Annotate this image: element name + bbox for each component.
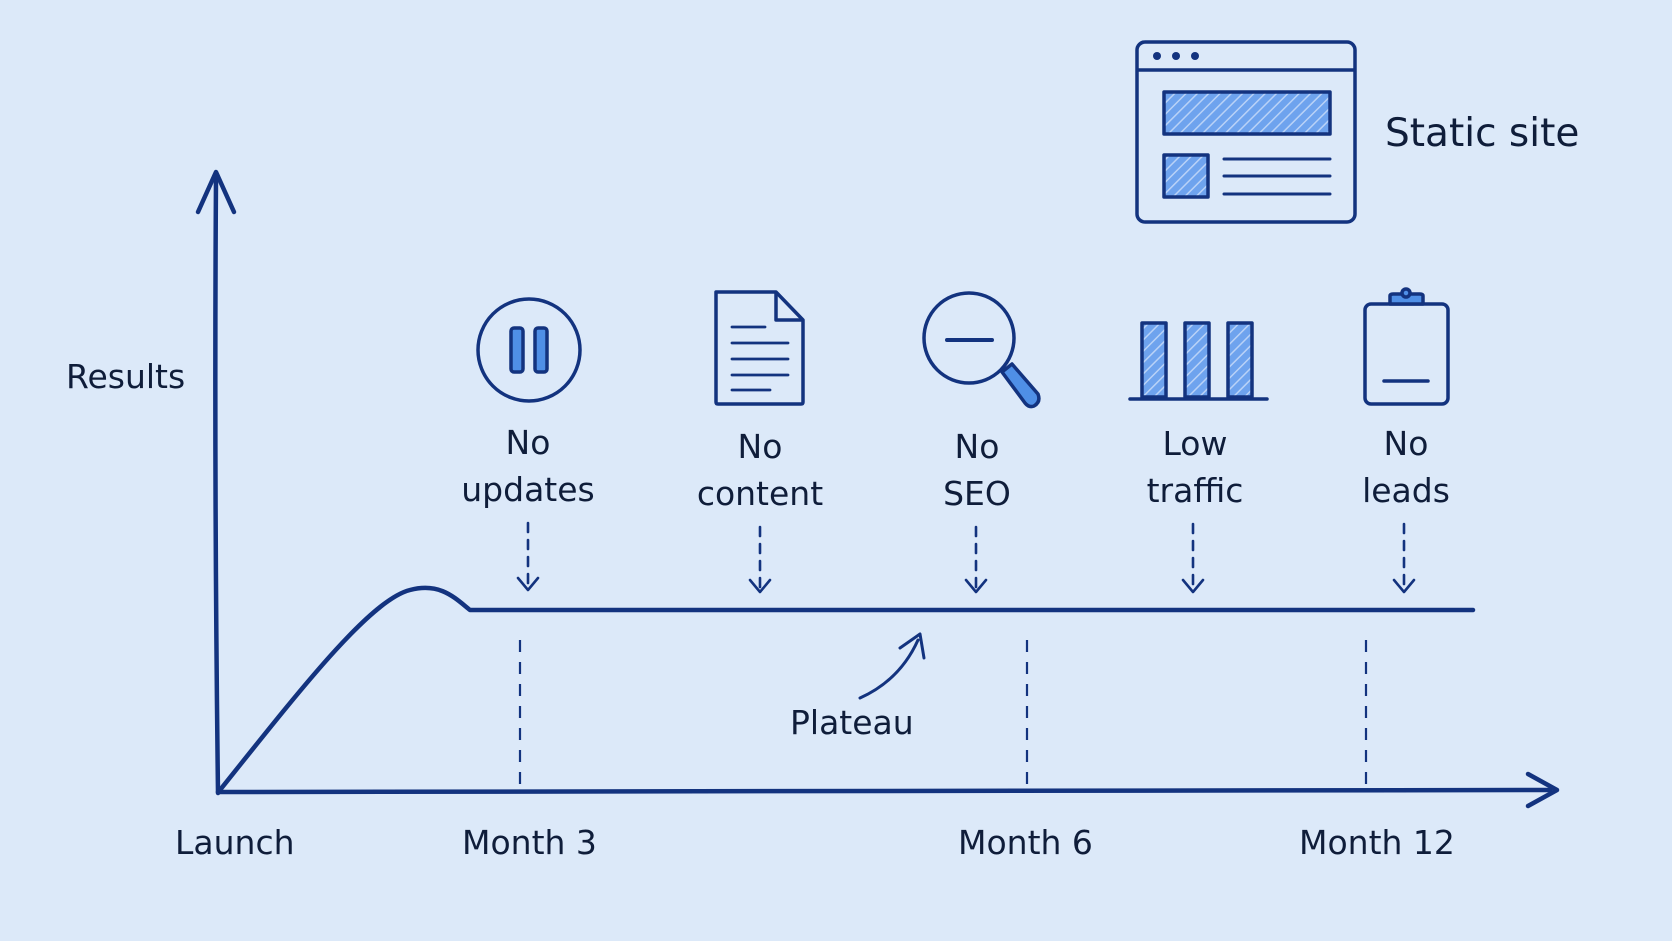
stage-caption-line: content [696,473,824,513]
plateau-label: Plateau [790,703,914,742]
stage-arrow [1392,522,1416,594]
stage-arrow [516,521,540,592]
stage-caption: No SEO [857,424,1097,518]
stage-caption-line: No [737,427,783,466]
stage-caption-line: No [505,423,551,462]
stage-caption-line: No [954,427,1000,466]
timeline-label-month-12: Month 12 [1299,823,1455,862]
stage-caption: No leads [1286,421,1526,515]
stage-arrow [1181,522,1205,594]
pause-icon [476,297,582,403]
magnifier-minus-icon [922,291,1041,409]
timeline-label-month-3: Month 3 [462,823,597,862]
stage-caption-line: leads [1362,470,1450,510]
month-markers [518,640,1368,790]
bar-chart-icon [1128,321,1269,401]
stage-caption-line: traffic [1146,470,1244,510]
stage-caption-line: Low [1162,424,1228,463]
timeline-label-launch: Launch [175,823,295,862]
stage-caption-line: SEO [943,473,1011,513]
results-curve [217,585,1476,793]
stage-arrow [964,525,988,594]
y-axis-label: Results [66,357,186,396]
stage-caption: No updates [408,420,648,514]
stage-caption: No content [640,424,880,518]
stage-caption-line: updates [461,469,595,509]
stage-arrows [516,521,1416,594]
stage-caption-line: No [1383,424,1429,463]
timeline-label-month-6: Month 6 [958,823,1093,862]
clipboard-icon [1363,287,1450,406]
x-axis [215,771,1560,809]
static-site-label: Static site [1385,111,1580,156]
plateau-arrow [858,632,926,700]
stage-caption: Low traffic [1075,421,1315,515]
y-axis [195,169,237,796]
stage-arrow [748,525,772,594]
browser-window-icon [1135,40,1357,224]
document-icon [714,290,805,406]
